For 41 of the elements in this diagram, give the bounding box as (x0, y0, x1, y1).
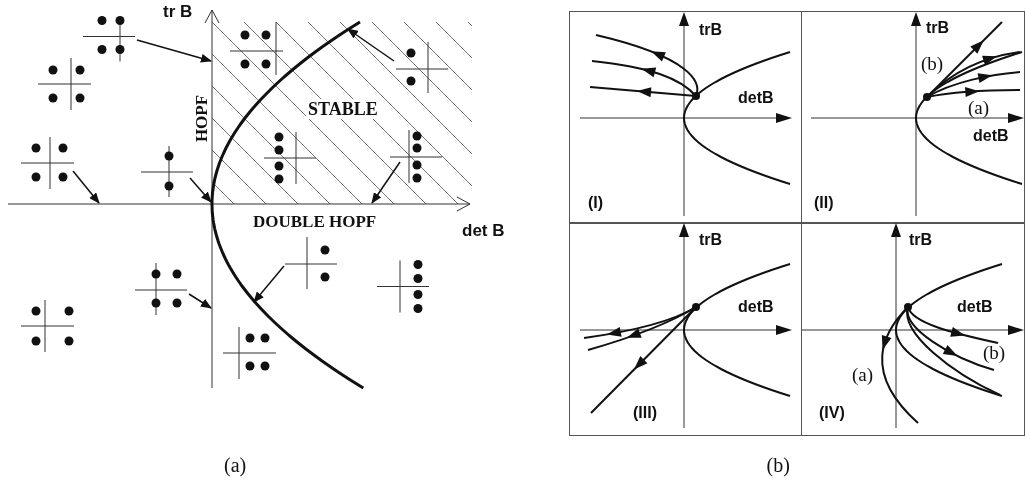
figure-caption: (b) (766, 455, 790, 475)
axis-label: detB (738, 90, 774, 106)
axis-label: trB (926, 20, 950, 36)
axis-label: trB (699, 22, 723, 38)
arrow (253, 265, 285, 303)
panel-label: (I) (588, 195, 604, 211)
eigenvalue-diagram-icon (396, 42, 448, 93)
phase-portrait-panel (801, 11, 1025, 224)
eigenvalue-diagram-icon (21, 137, 74, 189)
figure-caption: (a) (224, 455, 247, 475)
eigenvalue-diagram-icon (135, 263, 187, 315)
panel-label: (II) (814, 195, 834, 211)
boundary-label: HOPF (192, 94, 210, 142)
axis-label: detB (738, 299, 774, 315)
axis-label: det B (462, 222, 505, 239)
phase-portrait-panel (569, 222, 802, 436)
arrow (189, 177, 212, 203)
curve-label: (a) (852, 365, 874, 384)
axis-arrow (7, 196, 471, 212)
axis-label: tr B (163, 3, 193, 20)
phase-portrait-panel (801, 222, 1025, 436)
eigenvalue-diagram-icon (83, 15, 135, 61)
axis-label: trB (909, 232, 933, 248)
curve-label: (b) (983, 343, 1006, 362)
arrow (72, 170, 100, 204)
arrow (188, 293, 212, 309)
axis-label: detB (973, 128, 1009, 144)
curve-label: (b) (921, 54, 944, 73)
region-label: STABLE (306, 99, 380, 119)
eigenvalue-diagram-icon (141, 146, 193, 197)
phase-portrait-panel (569, 11, 802, 224)
axis-label: trB (699, 232, 723, 248)
eigenvalue-diagram-icon (390, 130, 442, 183)
axis-label: detB (957, 299, 993, 315)
panel-label: (IV) (819, 405, 845, 421)
panel-label: (III) (633, 405, 657, 421)
curve-label: (a) (968, 98, 990, 117)
boundary-label: DOUBLE HOPF (253, 213, 377, 230)
arrow (371, 161, 401, 204)
arrow (136, 39, 212, 63)
arrow (347, 28, 395, 62)
